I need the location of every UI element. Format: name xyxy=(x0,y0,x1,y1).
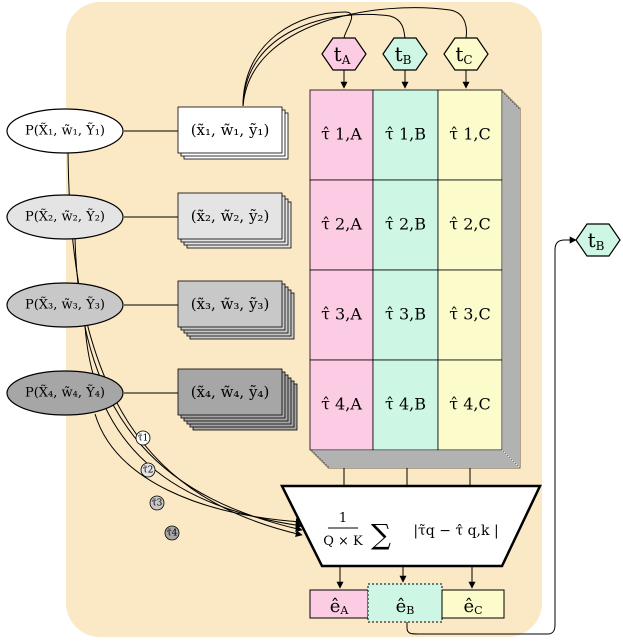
estimate-label: τ̂ 1,A xyxy=(321,125,362,144)
estimate-cell: τ̂ 4,C xyxy=(437,359,503,451)
estimate-cell: τ̂ 3,B xyxy=(372,269,439,361)
estimate-cell: τ̂ 2,C xyxy=(437,179,503,271)
true-effect-label: τ̃3 xyxy=(152,498,163,509)
error-box: êC xyxy=(441,589,505,619)
estimate-label: τ̂ 4,B xyxy=(385,395,426,414)
estimate-cell: τ̂ 4,B xyxy=(372,359,439,451)
sample-label: (x̃₂, w̃₂, ỹ₂) xyxy=(191,207,270,225)
true-effect-node: τ̃1 xyxy=(135,430,151,446)
distribution-label: P(X̃₂, w̃₂, Ỹ₂) xyxy=(25,208,105,224)
sample-stack: (x̃₃, w̃₃, ỹ₃) xyxy=(177,280,295,340)
estimate-label: τ̂ 2,A xyxy=(321,215,362,234)
estimate-cell: τ̂ 3,C xyxy=(437,269,503,361)
task-label: tB xyxy=(588,228,605,253)
error-label: êA xyxy=(330,596,350,617)
task-label: tC xyxy=(455,42,472,67)
error-box: êA xyxy=(309,589,369,619)
aggregator-node: 1 Q × K ∑ |τ̃q − τ̂ q,k | xyxy=(279,484,542,568)
error-label: êB xyxy=(396,596,415,617)
estimate-cell: τ̂ 2,A xyxy=(309,179,374,271)
estimate-cell: τ̂ 2,B xyxy=(372,179,439,271)
true-effect-node: τ̃4 xyxy=(164,525,180,541)
sample-stack: (x̃₂, w̃₂, ỹ₂) xyxy=(177,192,292,249)
sample-label: (x̃₁, w̃₁, ỹ₁) xyxy=(191,121,270,139)
estimate-label: τ̂ 3,C xyxy=(449,305,490,324)
aggregator-sum: ∑ xyxy=(371,518,391,551)
sample-label: (x̃₄, w̃₄, ỹ₄) xyxy=(191,383,270,401)
task-hexagons: tA tB tC xyxy=(321,37,489,71)
distribution-label: P(X̃₁, w̃₁, Ỹ₁) xyxy=(25,122,105,138)
distribution-label: P(X̃₃, w̃₃, Ỹ₃) xyxy=(25,296,105,312)
distributions: P(X̃₁, w̃₁, Ỹ₁) P(X̃₂, w̃₂, Ỹ₂) P(X̃₃, w̃₃… xyxy=(6,108,124,416)
distribution-label: P(X̃₄, w̃₄, Ỹ₄) xyxy=(25,384,105,400)
task-label: tB xyxy=(395,42,412,67)
estimate-label: τ̂ 2,C xyxy=(449,215,490,234)
task-hexagon: tB xyxy=(382,37,428,71)
estimate-label: τ̂ 4,A xyxy=(321,395,362,414)
true-effect-label: τ̃4 xyxy=(167,528,178,539)
output-task-hexagon: tB xyxy=(575,223,621,257)
distribution-node: P(X̃₂, w̃₂, Ỹ₂) xyxy=(6,194,124,240)
true-effect-node: τ̃2 xyxy=(140,462,156,478)
task-hexagon: tC xyxy=(443,37,489,71)
true-effect-label: τ̃2 xyxy=(143,465,154,476)
estimate-grid: τ̂ 1,A τ̂ 1,B τ̂ 1,C τ̂ 2,A τ̂ 2,B τ̂ 2,C τ̂ 3… xyxy=(309,89,521,469)
aggregator-frac-num: 1 xyxy=(339,511,347,526)
sample-stacks: (x̃₁, w̃₁, ỹ₁) (x̃₂, w̃₂, ỹ₂) (x̃₃, w̃₃, ỹ… xyxy=(177,106,298,431)
error-box: êB xyxy=(367,583,443,623)
sample-label: (x̃₃, w̃₃, ỹ₃) xyxy=(191,295,270,313)
estimate-label: τ̂ 3,A xyxy=(321,305,362,324)
task-label: tA xyxy=(334,42,351,67)
sample-stack: (x̃₄, w̃₄, ỹ₄) xyxy=(177,368,298,431)
error-label: êC xyxy=(463,596,482,617)
estimate-cell: τ̂ 1,A xyxy=(309,89,374,181)
estimate-cell: τ̂ 1,C xyxy=(437,89,503,181)
sample-stack: (x̃₁, w̃₁, ỹ₁) xyxy=(177,106,289,160)
distribution-node: P(X̃₁, w̃₁, Ỹ₁) xyxy=(6,108,124,154)
task-hexagon: tA xyxy=(321,37,367,71)
output-task: tB xyxy=(575,223,621,257)
true-effect-label: τ̃1 xyxy=(138,433,149,444)
estimate-label: τ̂ 1,B xyxy=(385,125,426,144)
aggregator-term: |τ̃q − τ̂ q,k | xyxy=(413,523,498,539)
estimate-label: τ̂ 2,B xyxy=(385,215,426,234)
true-effect-labels: τ̃1 τ̃2 τ̃3 τ̃4 xyxy=(135,430,180,541)
distribution-node: P(X̃₃, w̃₃, Ỹ₃) xyxy=(6,282,124,328)
true-effect-node: τ̃3 xyxy=(149,495,165,511)
estimate-label: τ̂ 4,C xyxy=(449,395,490,414)
distribution-node: P(X̃₄, w̃₄, Ỹ₄) xyxy=(6,370,124,416)
estimate-cell: τ̂ 1,B xyxy=(372,89,439,181)
estimate-label: τ̂ 3,B xyxy=(385,305,426,324)
aggregator-frac-den: Q × K xyxy=(323,534,363,549)
estimate-label: τ̂ 1,C xyxy=(449,125,490,144)
error-boxes: êA êB êC xyxy=(309,583,505,623)
estimate-cell: τ̂ 3,A xyxy=(309,269,374,361)
estimate-cell: τ̂ 4,A xyxy=(309,359,374,451)
